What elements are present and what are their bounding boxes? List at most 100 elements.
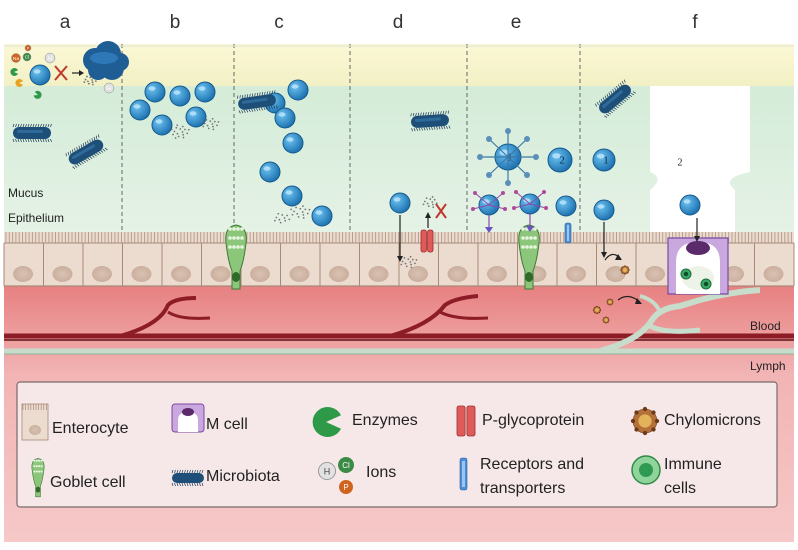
microbiota (595, 79, 636, 118)
particle-a (29, 64, 51, 86)
legend-enterocyte-icon (21, 403, 49, 441)
enterocyte-nucleus (645, 266, 665, 282)
enterocyte-nucleus (131, 266, 152, 282)
enterocyte-nucleus (447, 266, 468, 282)
lymph-vessel (4, 287, 794, 355)
particle-e-5 (555, 195, 577, 217)
enterocyte-nucleus (724, 266, 744, 282)
enzyme-green (10, 68, 18, 76)
degradation-dots (274, 212, 291, 224)
enzyme-orange (15, 79, 23, 87)
panel-label-f: f (692, 12, 698, 33)
legend-goblet-cell: Goblet cell (50, 474, 126, 491)
legend-ion-cl: Cl (342, 461, 350, 470)
panel-label-b: b (169, 12, 181, 33)
particle-b (185, 106, 207, 128)
degradation-dots (290, 205, 311, 219)
ion-na: Na (11, 53, 21, 63)
particle-f-3 (679, 194, 701, 216)
legend-microbiota: Microbiota (206, 468, 280, 485)
particle-label-2: 2 (559, 155, 565, 167)
particle-c (259, 161, 281, 183)
goblet-cell-e (518, 224, 540, 290)
particle-c (274, 107, 296, 129)
enterocyte-nucleus (52, 266, 73, 282)
legend-chylomicron-icon (630, 406, 660, 436)
ion-h-2-label: H (107, 86, 111, 92)
enterocyte-nucleus (566, 266, 586, 282)
particle-f-2 (593, 199, 615, 221)
particle-b (151, 114, 173, 136)
degradation-dots (399, 255, 418, 269)
block-x-d (435, 203, 447, 219)
particle-f-1 (592, 148, 616, 172)
legend-box (16, 381, 778, 508)
ion-p: P (24, 44, 32, 52)
microbiota (410, 110, 451, 132)
p-glycoprotein-d (420, 229, 434, 253)
m-cell (667, 237, 729, 295)
enterocyte-nucleus (13, 266, 33, 282)
enterocyte-nucleus (763, 266, 784, 282)
enterocyte-nucleus (408, 266, 428, 282)
legend-ions: Ions (366, 464, 397, 481)
microbiota (237, 90, 278, 114)
degradation-dots (201, 117, 220, 131)
ion-na-label: Na (13, 56, 20, 62)
enterocyte-nucleus (250, 266, 270, 282)
label-2-gap: 2 (678, 157, 683, 168)
legend-enterocyte: Enterocyte (52, 420, 129, 437)
particle-b (144, 81, 166, 103)
zone-label-blood: Blood (750, 319, 781, 333)
blood-vessel (4, 294, 794, 341)
particle-label-1: 1 (603, 155, 609, 167)
panel-dividers (4, 44, 794, 232)
legend-ion-h: H (324, 466, 331, 476)
zone-label-epithelium: Epithelium (8, 211, 65, 225)
microbiota (65, 134, 108, 170)
block-x-a (54, 65, 68, 81)
enterocyte-nucleus (210, 266, 231, 282)
enterocyte-nucleus (368, 266, 389, 282)
legend-chylomicrons: Chylomicrons (664, 412, 761, 429)
ion-cl-label: Cl (25, 55, 29, 60)
ion-h: H (44, 52, 56, 64)
legend-p-glycoprotein: P-glycoprotein (482, 412, 585, 429)
particle-e-2 (547, 147, 573, 173)
ion-cl: Cl (22, 52, 32, 62)
arrowhead-f-mcell (694, 236, 700, 242)
ligand-pegs (477, 128, 539, 186)
ion-h-label: H (48, 56, 52, 62)
chylomicron (592, 305, 602, 315)
panel-label-e: e (510, 12, 522, 33)
legend-enzymes: Enzymes (352, 412, 418, 429)
arrowhead-f-down (601, 252, 607, 258)
particle-c (311, 205, 333, 227)
legend-receptor-icon (459, 457, 468, 491)
degradation-dots (170, 124, 190, 139)
panel-label-a: a (59, 12, 71, 33)
legend-immune-line1: Immune (664, 456, 722, 473)
chylomicron (606, 298, 614, 306)
legend-p-glycoprotein-icon (456, 405, 476, 437)
enterocyte-nucleus (289, 266, 310, 282)
enzyme-green-2 (33, 90, 42, 99)
ligands-e (471, 190, 548, 233)
legend-microbiota-icon (171, 469, 204, 487)
particle-c (287, 79, 309, 101)
legend-goblet-cell-icon (31, 458, 45, 498)
arrowhead-d-up (425, 212, 431, 218)
enterocyte-nucleus (92, 266, 112, 282)
degradation-dots (422, 196, 438, 209)
legend-receptors-line1: Receptors and (480, 456, 585, 473)
particle-b (169, 85, 191, 107)
header-strip (4, 0, 794, 48)
microbiota (12, 123, 52, 143)
goblet-cell-c (225, 224, 247, 290)
zone-label-mucus: Mucus (8, 186, 44, 200)
arrowhead-d-down (397, 256, 403, 262)
